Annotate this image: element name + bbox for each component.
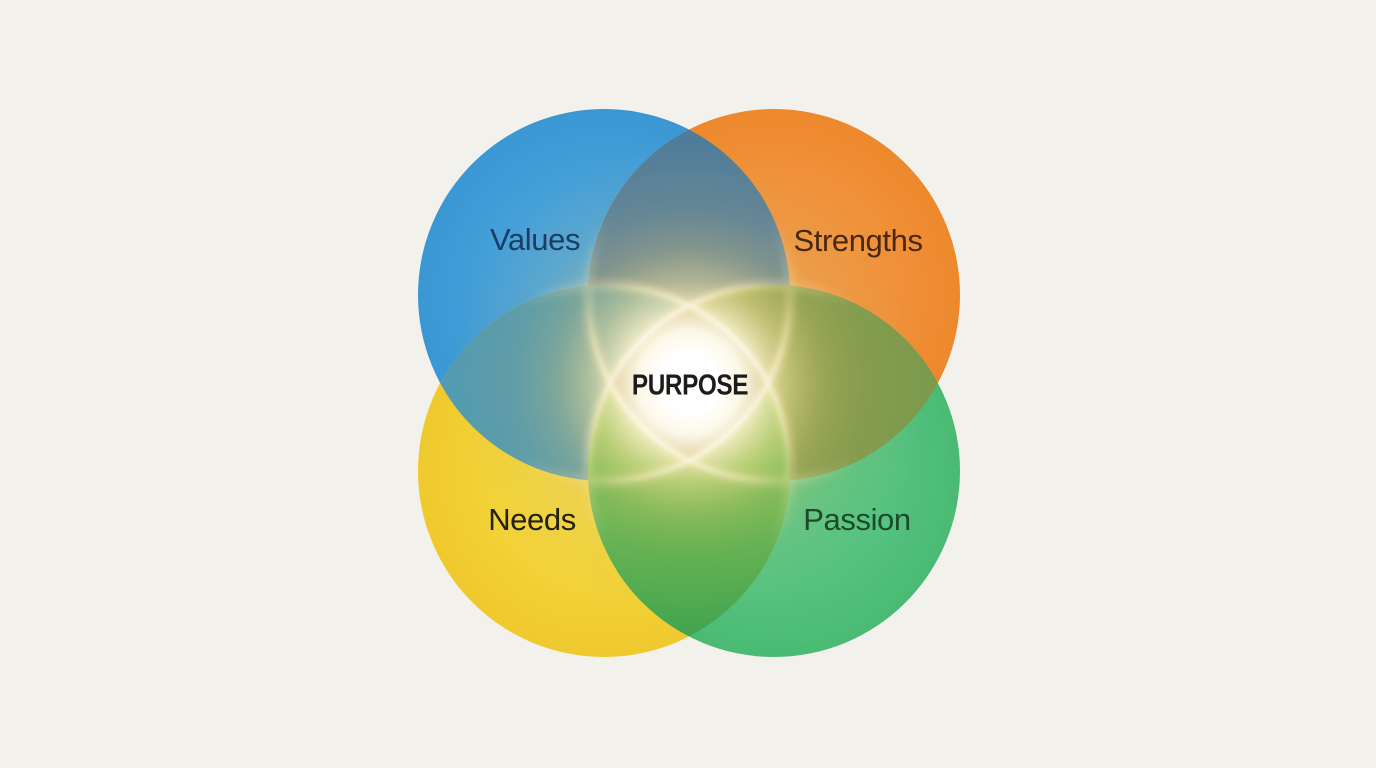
label-purpose: PURPOSE	[631, 369, 749, 402]
arc-glow-inner	[416, 107, 962, 659]
label-values: Values	[489, 222, 581, 257]
label-passion: Passion	[803, 502, 911, 537]
label-strengths: Strengths	[793, 223, 923, 258]
center-glow	[454, 148, 924, 618]
label-needs: Needs	[488, 502, 576, 537]
